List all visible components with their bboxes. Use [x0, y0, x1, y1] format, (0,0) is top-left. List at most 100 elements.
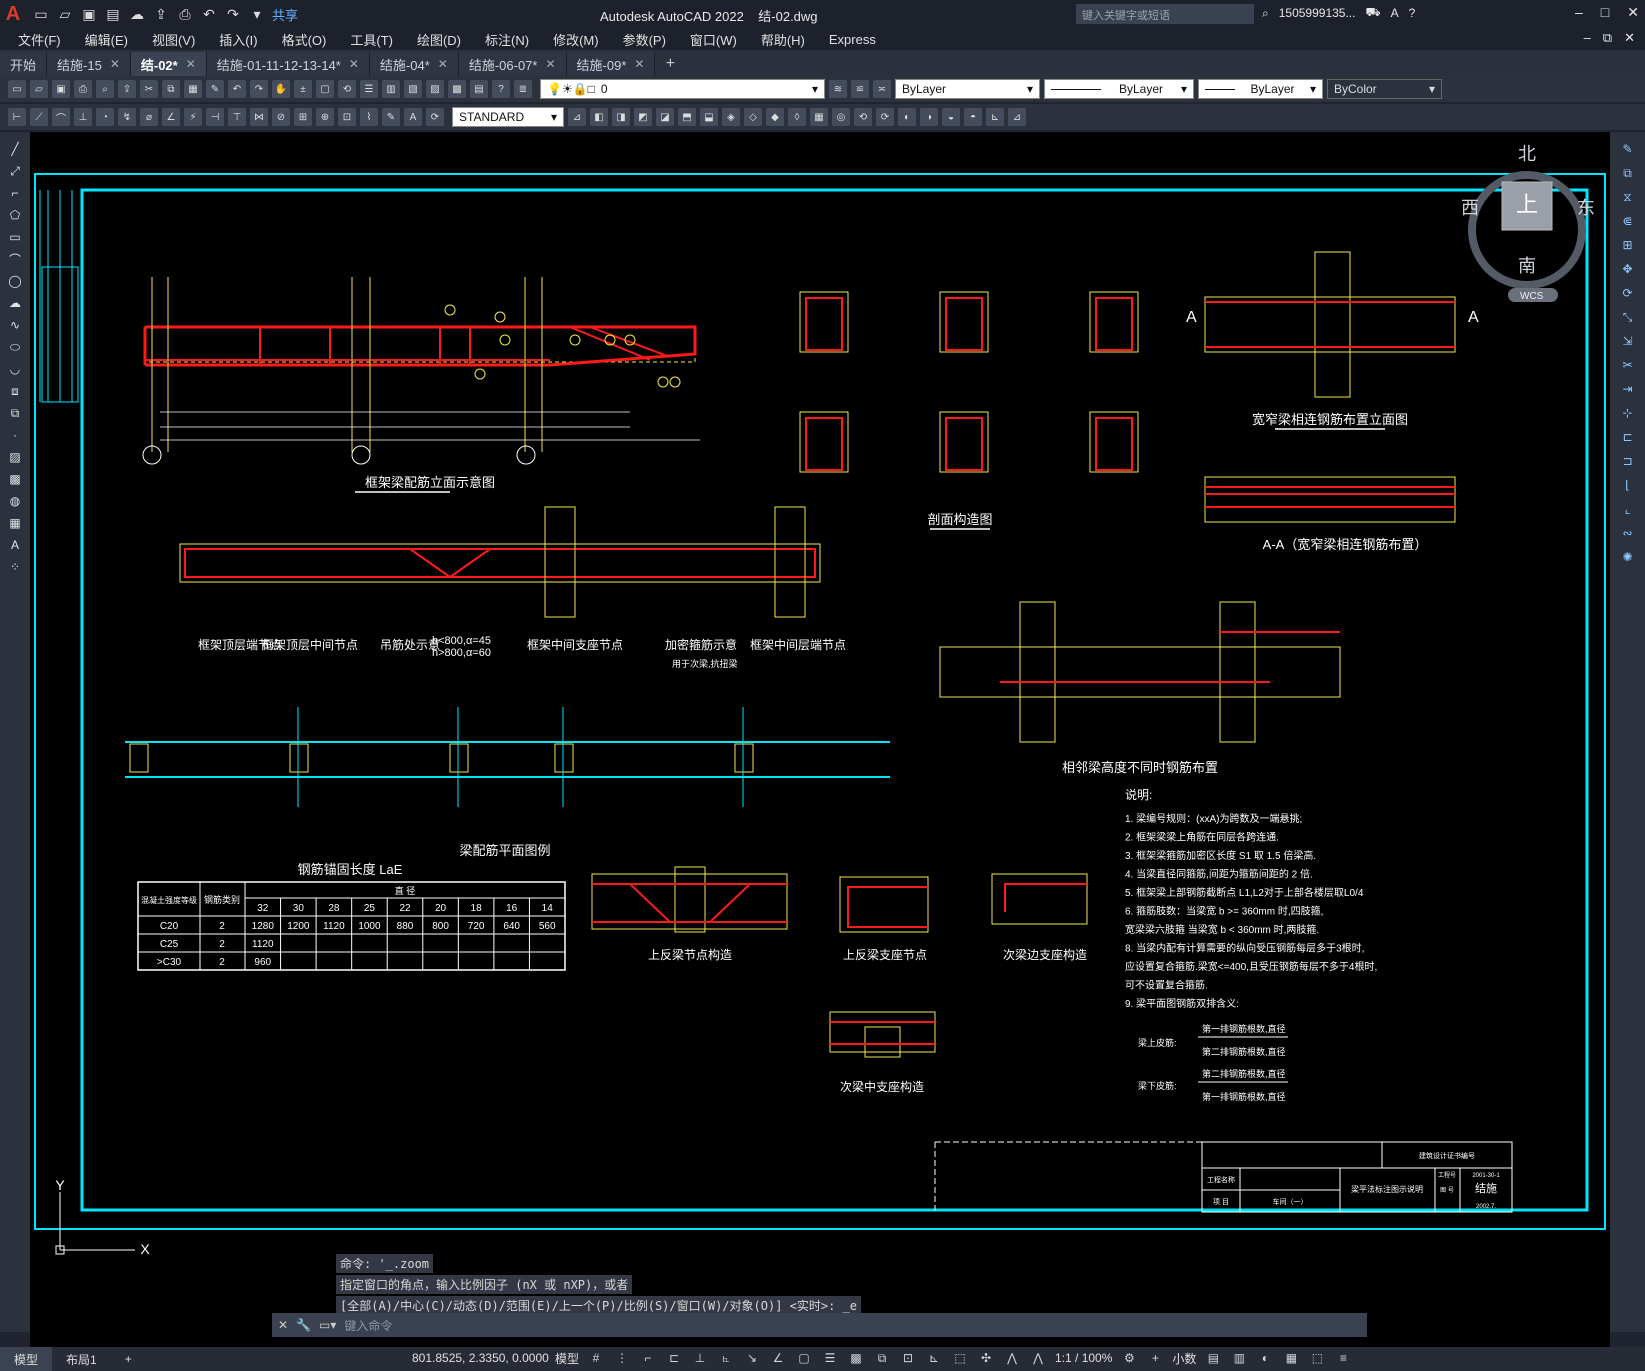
- quick-properties-icon[interactable]: ▤: [1207, 1351, 1220, 1365]
- paste-icon[interactable]: ▦: [184, 80, 202, 98]
- make-current-icon[interactable]: ≋: [829, 80, 847, 98]
- dim-arc-icon[interactable]: ⌒: [52, 108, 70, 126]
- lock-ui-icon[interactable]: ▥: [1233, 1351, 1246, 1365]
- save-icon[interactable]: ▣: [82, 5, 96, 22]
- workspace-dropdown-icon[interactable]: ▾: [253, 5, 261, 22]
- doc-close-icon[interactable]: ✕: [1624, 30, 1635, 45]
- menu-item-7[interactable]: 标注(N): [485, 32, 530, 48]
- plot-icon[interactable]: ⎙: [74, 80, 92, 98]
- mirror-icon[interactable]: ⧖: [1623, 189, 1632, 204]
- orbit-icon[interactable]: ⟲: [854, 108, 872, 126]
- menu-item-12[interactable]: Express: [828, 31, 876, 47]
- gizmo-icon[interactable]: ✣: [980, 1351, 992, 1365]
- cut-icon[interactable]: ✂: [140, 80, 158, 98]
- recent-cmd-icon[interactable]: ▭▾: [319, 1318, 337, 1332]
- file-tab-6[interactable]: 结施-09*✕: [566, 52, 656, 76]
- tab-add[interactable]: +: [124, 1352, 132, 1366]
- properties-icon[interactable]: ☰: [360, 80, 378, 98]
- explode-icon[interactable]: ✺: [1622, 550, 1633, 564]
- layer-iso-icon[interactable]: ≍: [873, 80, 891, 98]
- construction-line-icon[interactable]: ⤢: [10, 163, 20, 178]
- open-file-icon[interactable]: ▱: [59, 5, 71, 22]
- menu-item-0[interactable]: 文件(F): [18, 32, 61, 48]
- tool-palette-icon[interactable]: ▧: [404, 80, 422, 98]
- mtext-icon[interactable]: A: [10, 538, 19, 552]
- annotation-scale[interactable]: 1:1 / 100%: [1055, 1351, 1113, 1365]
- ellipse-arc-icon[interactable]: ◡: [9, 362, 21, 376]
- dim-style-icon[interactable]: ⊿: [568, 108, 586, 126]
- break-point-icon[interactable]: ⊹: [1622, 406, 1633, 420]
- menu-item-2[interactable]: 视图(V): [151, 32, 196, 48]
- dim-ordinate-icon[interactable]: ⊥: [74, 108, 92, 126]
- grid-icon[interactable]: #: [592, 1351, 600, 1365]
- dim-edit-icon[interactable]: ✎: [382, 108, 400, 126]
- camera-icon[interactable]: ◎: [832, 108, 850, 126]
- dim-radius-icon[interactable]: ◔: [96, 108, 114, 126]
- ellipse-icon[interactable]: ⬭: [9, 339, 21, 354]
- dim-continue-icon[interactable]: ⊤: [228, 108, 246, 126]
- named-views-icon[interactable]: ▦: [810, 108, 828, 126]
- dim-angular-icon[interactable]: ∠: [162, 108, 180, 126]
- jogged-linear-icon[interactable]: ⌇: [360, 108, 378, 126]
- menu-item-9[interactable]: 参数(P): [622, 32, 666, 48]
- close-tab-icon[interactable]: ✕: [348, 57, 359, 71]
- polar-icon[interactable]: ⦜: [722, 1350, 730, 1365]
- user-account[interactable]: 1505999135...: [1278, 6, 1356, 20]
- spline-icon[interactable]: ∿: [9, 318, 21, 332]
- revcloud-icon[interactable]: ☁: [9, 296, 21, 310]
- help-tb-icon[interactable]: ?: [492, 80, 510, 98]
- make-block-icon[interactable]: ⧉: [10, 405, 20, 420]
- app-menu-button[interactable]: A: [5, 2, 21, 25]
- close-tab-icon[interactable]: ✕: [185, 57, 196, 71]
- redo-tb-icon[interactable]: ↷: [250, 80, 268, 98]
- close-tab-icon[interactable]: ✕: [109, 57, 120, 71]
- new-tab-button[interactable]: +: [665, 55, 676, 72]
- view-back-icon[interactable]: ◨: [612, 108, 630, 126]
- menu-item-1[interactable]: 编辑(E): [84, 32, 128, 48]
- join-icon[interactable]: ⊐: [1622, 454, 1633, 468]
- cloud-open-icon[interactable]: ☁: [130, 5, 144, 22]
- linetype-dropdown[interactable]: ByLayer ▾: [1044, 79, 1194, 99]
- close-cmd-icon[interactable]: ✕: [278, 1318, 289, 1332]
- menu-item-4[interactable]: 格式(O): [281, 32, 327, 48]
- copy-icon[interactable]: ⧉: [162, 80, 180, 98]
- print-icon[interactable]: ⎙: [179, 5, 191, 22]
- insert-block-icon[interactable]: ⧈: [11, 383, 19, 398]
- annotation-visibility-icon[interactable]: ⋀: [1007, 1351, 1017, 1365]
- 3d-osnap-icon[interactable]: ⊡: [902, 1351, 914, 1365]
- close-tab-icon[interactable]: ✕: [437, 57, 448, 71]
- quick-dim-icon[interactable]: ⚡: [184, 108, 202, 126]
- layer-manager-icon[interactable]: ≣: [514, 80, 532, 98]
- cart-icon[interactable]: ⛟: [1365, 5, 1381, 19]
- iso-ne-icon[interactable]: ◆: [766, 108, 784, 126]
- dynamic-ucs-icon[interactable]: ⊾: [928, 1351, 940, 1365]
- stretch-icon[interactable]: ⇲: [1622, 334, 1633, 348]
- dim-break-icon[interactable]: ⊘: [272, 108, 290, 126]
- customize-cmd-icon[interactable]: 🔧: [296, 1318, 312, 1332]
- dim-linear-icon[interactable]: ⊢: [8, 108, 26, 126]
- design-center-icon[interactable]: ▥: [382, 80, 400, 98]
- menu-item-10[interactable]: 窗口(W): [689, 32, 737, 48]
- line-icon[interactable]: ╱: [11, 142, 19, 156]
- polygon-icon[interactable]: ⬠: [9, 208, 21, 222]
- sheetset-icon[interactable]: ▨: [426, 80, 444, 98]
- undo-icon[interactable]: ↶: [203, 5, 215, 22]
- trim-icon[interactable]: ✂: [1622, 358, 1633, 372]
- fillet-icon[interactable]: ⌞: [1624, 502, 1631, 516]
- snap-icon[interactable]: ⋮: [616, 1351, 629, 1365]
- view-left-icon[interactable]: ◩: [634, 108, 652, 126]
- annotation-monitor-icon[interactable]: +: [1151, 1351, 1159, 1365]
- search-input[interactable]: 键入关键字或短语: [1076, 4, 1254, 24]
- calc-icon[interactable]: ▤: [470, 80, 488, 98]
- array-icon[interactable]: ⊞: [1622, 238, 1633, 252]
- otrack-icon[interactable]: ∠: [772, 1351, 784, 1365]
- dim-update-icon[interactable]: ⟳: [426, 108, 444, 126]
- save-icon[interactable]: ▣: [52, 80, 70, 98]
- isolate-icon[interactable]: ◐: [1261, 1351, 1270, 1365]
- transparency-icon[interactable]: ▩: [850, 1351, 862, 1365]
- doc-restore-icon[interactable]: ⧉: [1602, 30, 1613, 45]
- close-icon[interactable]: ✕: [1627, 4, 1639, 20]
- rotate-icon[interactable]: ⟳: [1622, 286, 1633, 300]
- redo-icon[interactable]: ↷: [227, 5, 239, 22]
- add-selected-icon[interactable]: ⁘: [9, 560, 21, 574]
